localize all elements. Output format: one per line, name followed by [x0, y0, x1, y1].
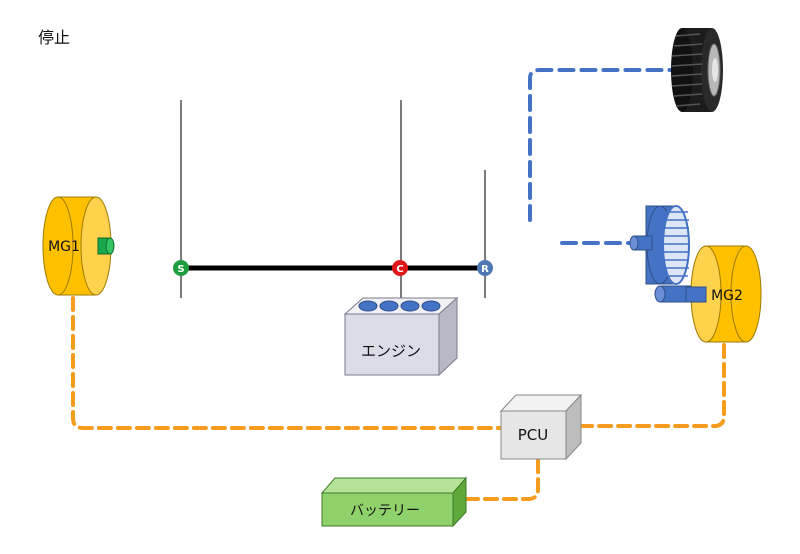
- mg2-label: MG2: [711, 288, 743, 304]
- engine-block: エンジン: [343, 296, 459, 377]
- battery-label: バッテリー: [350, 503, 420, 519]
- tire-icon: [671, 28, 723, 112]
- wire-battery-to-pcu: [464, 458, 540, 501]
- ring-node: R: [477, 260, 493, 276]
- carrier-node: C: [392, 260, 408, 276]
- carrier-label: C: [396, 264, 403, 275]
- drive-shaft-line: [528, 68, 674, 245]
- mg1-label: MG1: [48, 239, 80, 255]
- ring-label: R: [481, 264, 489, 275]
- pcu-label: PCU: [518, 426, 549, 444]
- wire-mg2-to-pcu: [570, 343, 726, 428]
- sun-node: S: [173, 260, 189, 276]
- engine-label: エンジン: [361, 342, 421, 360]
- mg1-motor: MG1: [42, 196, 115, 296]
- battery-box: バッテリー: [320, 476, 468, 528]
- pcu-box: PCU: [499, 393, 583, 461]
- mg2-motor: MG2: [629, 205, 762, 343]
- electric-wiring: [71, 296, 726, 501]
- state-label: 停止: [38, 28, 71, 47]
- engine-cylinders: [358, 300, 441, 312]
- wire-mg1-to-pcu: [71, 296, 502, 430]
- sun-label: S: [177, 264, 184, 275]
